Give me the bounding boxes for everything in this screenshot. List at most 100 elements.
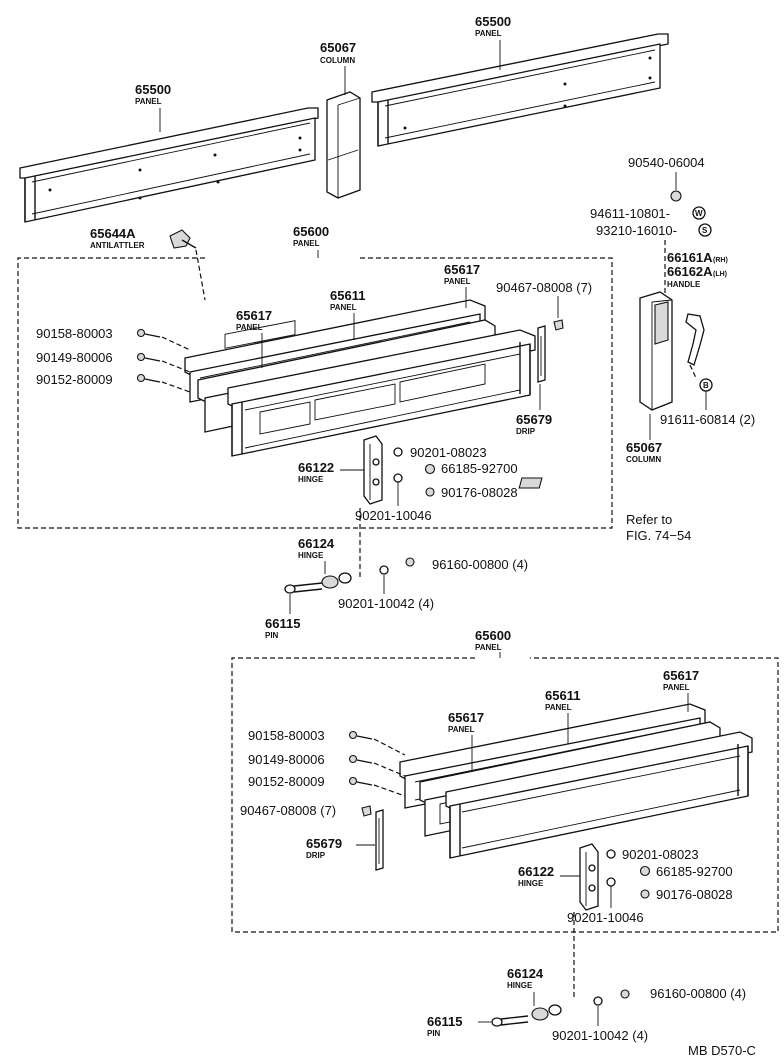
label-66124-upper: 66124	[298, 536, 335, 551]
drip-65679-upper	[537, 325, 546, 383]
clip-90467-upper	[553, 319, 564, 331]
screw-90149-upper	[136, 352, 161, 362]
label-65679-lower: 65679	[306, 836, 342, 851]
label-refer-line1: Refer to	[626, 512, 672, 527]
label-65600-lower: 65600	[475, 628, 511, 643]
label-65067-side: 65067	[626, 440, 662, 455]
screw-90158-upper	[136, 328, 161, 338]
assembly-box-65600-upper	[17, 257, 613, 529]
drawing-code: MB D570-C	[688, 1043, 756, 1058]
symbol-91611-text: B	[703, 381, 709, 390]
label-90152-upper: 90152-80009	[36, 372, 113, 387]
label-65617-upper-b: 65617	[444, 262, 480, 277]
label-65611-lower: 65611	[545, 688, 580, 703]
label-96160-lower: 96160-00800 (4)	[650, 986, 746, 1001]
label-65679-upper-name: DRIP	[516, 427, 536, 436]
label-93210: 93210-16010-	[596, 223, 677, 238]
label-65067-top: 65067	[320, 40, 356, 55]
label-65617-lower-b: 65617	[663, 668, 699, 683]
label-65500-right-name: PANEL	[475, 29, 502, 38]
label-66162a-sub: (LH)	[713, 271, 727, 278]
panel-assembly-lower	[399, 703, 753, 859]
label-65617-lower-a: 65617	[448, 710, 484, 725]
hinge-66122-upper	[363, 435, 383, 505]
screw-90158-lower	[348, 730, 373, 740]
label-96160-upper: 96160-00800 (4)	[432, 557, 528, 572]
pin-66115-lower	[491, 1015, 529, 1027]
label-66162a: 66162A	[667, 264, 713, 279]
label-66124-upper-name: HINGE	[298, 551, 324, 560]
label-65611-upper-name: PANEL	[330, 303, 357, 312]
washer-96160-upper	[405, 557, 415, 567]
panel-65500-left	[19, 107, 319, 223]
label-90467-lower: 90467-08008 (7)	[240, 803, 336, 818]
nut-90201-10046-lower	[606, 877, 616, 887]
label-91611: 91611-60814 (2)	[660, 412, 755, 427]
label-90201-10046-upper: 90201-10046	[355, 508, 432, 523]
label-65611-lower-name: PANEL	[545, 703, 572, 712]
label-66122-upper: 66122	[298, 460, 334, 475]
label-65067-side-name: COLUMN	[626, 455, 661, 464]
label-66122-lower: 66122	[518, 864, 554, 879]
symbol-93210	[698, 223, 712, 237]
label-65617-lower-a-name: PANEL	[448, 725, 475, 734]
washer-66185-lower	[639, 865, 651, 877]
nut-90176-upper	[425, 487, 435, 497]
hinge-66124-lower	[531, 1004, 562, 1021]
label-66161-name: HANDLE	[667, 280, 701, 289]
label-65500-left-name: PANEL	[135, 97, 162, 106]
nut-90540	[670, 190, 682, 202]
label-66115-upper: 66115	[265, 616, 300, 631]
nut-90176-lower	[640, 889, 650, 899]
nut-90201-10046-upper	[393, 473, 403, 483]
label-65500-left: 65500	[135, 82, 171, 97]
label-90201-08023-lower: 90201-08023	[622, 847, 699, 862]
label-65600-upper: 65600	[293, 224, 329, 239]
label-90201-10046-lower: 90201-10046	[567, 910, 644, 925]
antilattler-65644a	[169, 229, 206, 301]
column-65067-side	[639, 291, 673, 411]
label-66161a-sub: (RH)	[713, 257, 728, 264]
panel-assembly-upper	[184, 299, 536, 457]
label-90149-upper: 90149-80006	[36, 350, 113, 365]
nut-90201-08023-upper	[393, 447, 403, 457]
panel-65500-right	[371, 33, 669, 147]
label-66122-upper-name: HINGE	[298, 475, 324, 484]
label-90540: 90540-06004	[628, 155, 705, 170]
label-65679-upper: 65679	[516, 412, 552, 427]
label-refer-line2: FIG. 74−54	[626, 528, 691, 543]
label-66185-lower: 66185-92700	[656, 864, 733, 879]
clip-90467-lower	[361, 805, 372, 817]
label-90201-08023-upper: 90201-08023	[410, 445, 487, 460]
label-65067-top-name: COLUMN	[320, 56, 355, 65]
label-65617-upper-b-name: PANEL	[444, 277, 471, 286]
screw-90149-lower	[348, 754, 373, 764]
label-90158-lower: 90158-80003	[248, 728, 325, 743]
assembly-box-65600-lower	[231, 657, 779, 933]
label-66115-lower: 66115	[427, 1014, 462, 1029]
washer-96160-lower	[620, 989, 630, 999]
nut-90201-08023-lower	[606, 849, 616, 859]
label-90201-10042-lower: 90201-10042 (4)	[552, 1028, 648, 1043]
label-66122-lower-name: HINGE	[518, 879, 544, 888]
drip-65679-lower	[375, 809, 384, 871]
nut-90201-10042-lower	[593, 996, 603, 1006]
label-90176-upper: 90176-08028	[441, 485, 518, 500]
label-65611-upper: 65611	[330, 288, 365, 303]
label-94611: 94611-10801-	[590, 206, 670, 221]
label-65600-upper-name: PANEL	[293, 239, 320, 248]
plate-ref	[518, 477, 543, 489]
label-65617-upper-a: 65617	[236, 308, 272, 323]
handle-66161a	[685, 313, 705, 379]
label-65644a-name: ANTILATTLER	[90, 241, 145, 250]
symbol-93210-text: S	[702, 226, 708, 235]
symbol-94611	[692, 206, 706, 220]
hinge-66124-upper	[321, 572, 352, 589]
label-65600-lower-name: PANEL	[475, 643, 502, 652]
pin-66115-upper	[284, 582, 323, 594]
label-90149-lower: 90149-80006	[248, 752, 325, 767]
column-65067-top	[326, 91, 361, 199]
label-66115-lower-name: PIN	[427, 1029, 441, 1038]
label-90201-10042-upper: 90201-10042 (4)	[338, 596, 434, 611]
